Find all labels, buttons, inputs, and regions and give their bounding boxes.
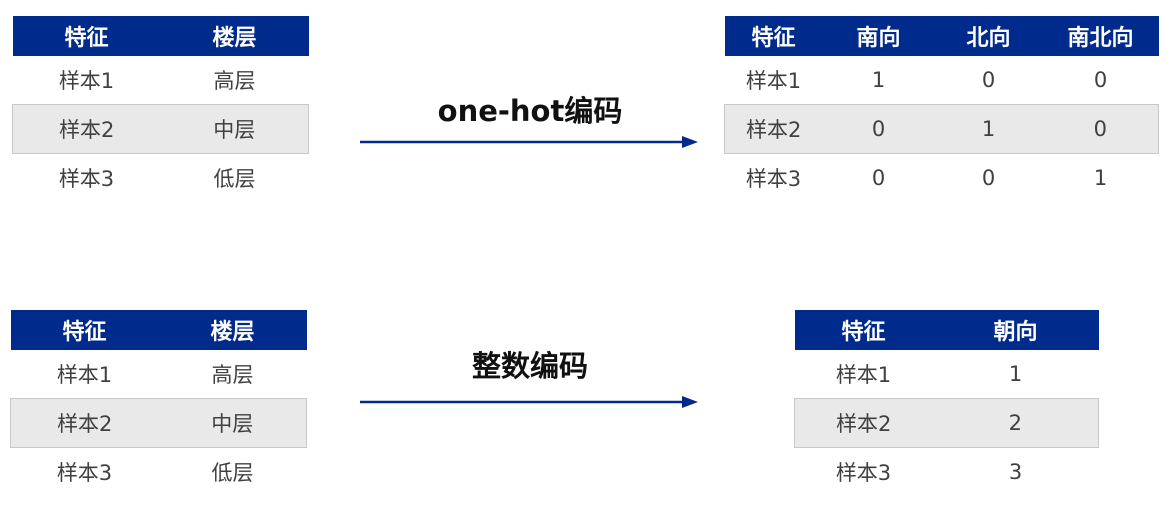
value-cell: 1 xyxy=(1008,362,1023,386)
table-row: 样本1 1 xyxy=(795,350,1099,399)
value-cell: 0 xyxy=(981,68,996,92)
one-hot-encoding-label: one-hot编码 xyxy=(437,94,623,128)
value-cell: 1 xyxy=(934,104,1043,154)
header-cell: 北向 xyxy=(934,16,1043,56)
table-row: 样本1 高层 xyxy=(11,350,307,399)
value-cell: 0 xyxy=(822,104,935,154)
sample-cell: 样本3 xyxy=(58,167,115,191)
value-cell: 低层 xyxy=(211,461,254,485)
top-result-table: 特征 南向 北向 南北向 样本1 1 0 0 样本2 0 1 0 样本3 0 0… xyxy=(724,16,1159,202)
table-row: 样本2 2 xyxy=(794,398,1099,448)
sample-cell: 样本3 xyxy=(745,167,802,191)
sample-cell: 样本1 xyxy=(835,363,892,387)
header-cell: 特征 xyxy=(12,16,161,56)
table-header-row: 特征 楼层 xyxy=(12,16,309,56)
table-row: 样本3 0 0 1 xyxy=(725,154,1159,203)
sample-cell: 样本2 xyxy=(10,398,159,448)
sample-cell: 样本3 xyxy=(56,461,113,485)
top-arrow-icon xyxy=(360,136,698,148)
sample-cell: 样本1 xyxy=(745,69,802,93)
bottom-result-table: 特征 朝向 样本1 1 样本2 2 样本3 3 xyxy=(794,310,1099,496)
value-cell: 0 xyxy=(1042,104,1159,154)
bottom-arrow-icon xyxy=(360,396,698,408)
value-cell: 高层 xyxy=(213,69,256,93)
value-cell: 0 xyxy=(1093,68,1108,92)
value-cell: 3 xyxy=(1008,460,1023,484)
value-cell: 低层 xyxy=(213,167,256,191)
top-source-table: 特征 楼层 样本1 高层 样本2 中层 样本3 低层 xyxy=(12,16,309,202)
table-row: 样本3 低层 xyxy=(11,448,307,497)
table-row: 样本1 1 0 0 xyxy=(725,56,1159,105)
value-cell: 高层 xyxy=(211,363,254,387)
header-cell: 特征 xyxy=(794,310,933,350)
header-cell: 朝向 xyxy=(932,310,1099,350)
sample-cell: 样本2 xyxy=(12,104,161,154)
table-header-row: 特征 南向 北向 南北向 xyxy=(724,16,1159,56)
header-cell: 南北向 xyxy=(1042,16,1159,56)
table-header-row: 特征 朝向 xyxy=(794,310,1099,350)
value-cell: 中层 xyxy=(158,398,307,448)
header-cell: 南向 xyxy=(822,16,935,56)
table-row: 样本2 中层 xyxy=(10,398,307,448)
value-cell: 1 xyxy=(1093,166,1108,190)
integer-encoding-label: 整数编码 xyxy=(471,349,588,383)
table-row: 样本3 低层 xyxy=(13,154,309,203)
bottom-source-table: 特征 楼层 样本1 高层 样本2 中层 样本3 低层 xyxy=(10,310,307,496)
table-row: 样本2 中层 xyxy=(12,104,309,154)
header-cell: 特征 xyxy=(10,310,159,350)
sample-cell: 样本2 xyxy=(794,398,933,448)
table-row: 样本1 高层 xyxy=(13,56,309,105)
value-cell: 中层 xyxy=(160,104,309,154)
sample-cell: 样本3 xyxy=(835,461,892,485)
table-row: 样本3 3 xyxy=(795,448,1099,497)
header-cell: 楼层 xyxy=(160,16,309,56)
value-cell: 0 xyxy=(871,166,886,190)
header-cell: 楼层 xyxy=(158,310,307,350)
sample-cell: 样本1 xyxy=(56,363,113,387)
sample-cell: 样本2 xyxy=(724,104,823,154)
value-cell: 2 xyxy=(932,398,1099,448)
table-header-row: 特征 楼层 xyxy=(10,310,307,350)
table-row: 样本2 0 1 0 xyxy=(724,104,1159,154)
value-cell: 1 xyxy=(871,68,886,92)
header-cell: 特征 xyxy=(724,16,823,56)
value-cell: 0 xyxy=(981,166,996,190)
sample-cell: 样本1 xyxy=(58,69,115,93)
